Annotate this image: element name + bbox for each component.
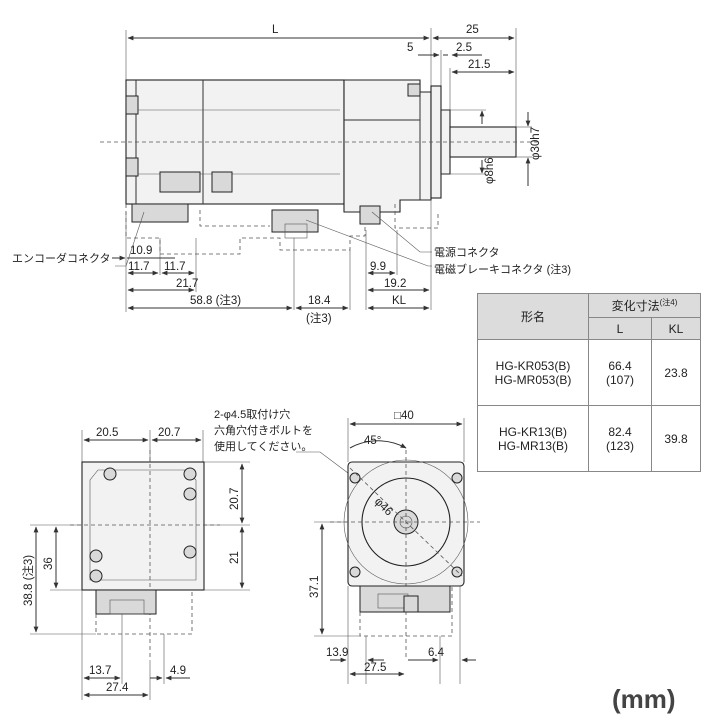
col-variable-dims: 変化寸法(注4) bbox=[588, 293, 701, 318]
power-connector bbox=[359, 205, 381, 225]
dim-18-4-note: (注3) bbox=[306, 311, 332, 325]
mount-hole-icon bbox=[451, 472, 463, 484]
dim-37-1: 37.1 bbox=[309, 576, 321, 598]
mount-hole-icon bbox=[349, 566, 361, 578]
dim-5: 5 bbox=[407, 42, 413, 54]
dim-45-deg: 45° bbox=[364, 435, 381, 447]
dim-2-5: 2.5 bbox=[456, 42, 472, 54]
cell-KL: 39.8 bbox=[651, 405, 701, 472]
note-line-2: 六角穴付きボルトを bbox=[214, 423, 313, 437]
dim-10-9: 10.9 bbox=[130, 245, 152, 257]
cell-model: HG-KR13(B)HG-MR13(B) bbox=[477, 405, 589, 472]
screw-icon bbox=[183, 487, 197, 501]
front-view: 2-φ4.5取付け穴 六角穴付きボルトを 使用してください。 □40 45° φ… bbox=[214, 407, 480, 684]
dim-20-5: 20.5 bbox=[96, 427, 118, 439]
dim-L: L bbox=[272, 24, 279, 36]
encoder-connector bbox=[131, 203, 189, 223]
dim-13-7: 13.7 bbox=[89, 665, 111, 677]
shaft bbox=[449, 126, 517, 158]
rear-housing bbox=[81, 461, 205, 591]
screw-icon bbox=[183, 467, 197, 481]
dim-9-9: 9.9 bbox=[370, 261, 386, 273]
mount-hole-icon bbox=[451, 566, 463, 578]
dim-21-7: 21.7 bbox=[176, 278, 198, 290]
label-encoder-connector: エンコーダコネクタ bbox=[12, 251, 111, 265]
dim-13-9: 13.9 bbox=[326, 647, 348, 659]
dim-21: 21 bbox=[229, 551, 241, 564]
rear-view: 20.5 20.7 20.7 21 36 38.8 (注3) bbox=[21, 427, 250, 700]
cell-L: 82.4(123) bbox=[588, 405, 652, 472]
col-L: L bbox=[588, 317, 652, 340]
table-row: HG-KR053(B)HG-MR053(B) 66.4(107) 23.8 bbox=[477, 339, 701, 406]
dim-58-8: 58.8 (注3) bbox=[190, 293, 241, 307]
dim-21-5: 21.5 bbox=[468, 59, 490, 71]
screw-icon bbox=[89, 549, 103, 563]
dim-18-4: 18.4 bbox=[308, 295, 331, 307]
dim-sq40: □40 bbox=[394, 410, 414, 422]
brake-connector bbox=[271, 209, 319, 233]
dim-19-2: 19.2 bbox=[384, 278, 406, 290]
dim-KL: KL bbox=[392, 295, 407, 307]
dim-4-9: 4.9 bbox=[170, 665, 186, 677]
cell-L: 66.4(107) bbox=[588, 339, 652, 406]
dim-phi30h7: φ30h7 bbox=[530, 127, 542, 160]
dim-11-7-b: 11.7 bbox=[164, 261, 186, 273]
dim-36: 36 bbox=[43, 557, 55, 570]
unit-label: (mm) bbox=[612, 684, 676, 714]
label-power-connector: 電源コネクタ bbox=[434, 245, 500, 259]
dim-20-7-top: 20.7 bbox=[158, 427, 180, 439]
encoder-connector bbox=[95, 589, 157, 615]
flange-housing bbox=[343, 79, 432, 213]
table-row: HG-KR13(B)HG-MR13(B) 82.4(123) 39.8 bbox=[477, 405, 701, 472]
dim-20-7-side: 20.7 bbox=[229, 488, 241, 510]
dim-27-5: 27.5 bbox=[364, 662, 386, 674]
dim-phi8h6: φ8h6 bbox=[484, 157, 496, 184]
dim-6-4: 6.4 bbox=[428, 647, 445, 659]
screw-icon bbox=[103, 467, 117, 481]
dim-11-7-a: 11.7 bbox=[128, 261, 150, 273]
dim-27-4: 27.4 bbox=[106, 682, 129, 694]
cell-model: HG-KR053(B)HG-MR053(B) bbox=[477, 339, 589, 406]
cell-KL: 23.8 bbox=[651, 339, 701, 406]
label-brake-connector: 電磁ブレーキコネクタ (注3) bbox=[434, 262, 571, 276]
col-KL: KL bbox=[651, 317, 701, 340]
dim-25: 25 bbox=[466, 24, 479, 36]
mount-hole-icon bbox=[349, 472, 361, 484]
side-view: L 25 5 2.5 21.5 φ30h7 bbox=[12, 24, 571, 325]
note-line-1: 2-φ4.5取付け穴 bbox=[214, 407, 290, 421]
note-line-3: 使用してください。 bbox=[214, 440, 312, 453]
spec-table: 形名 変化寸法(注4) L KL HG-KR053(B)HG-MR053(B) … bbox=[477, 293, 701, 472]
dim-38-8: 38.8 (注3) bbox=[21, 555, 35, 606]
screw-icon bbox=[89, 569, 103, 583]
screw-icon bbox=[183, 545, 197, 559]
col-model: 形名 bbox=[477, 293, 589, 340]
